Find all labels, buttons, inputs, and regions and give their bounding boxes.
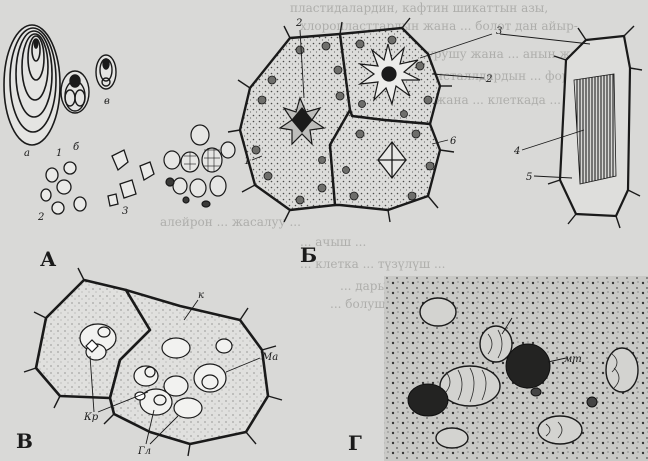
starch-grain-half-compound	[96, 55, 116, 89]
label-b-2-right: 2	[485, 74, 492, 85]
panel-letter-b: Б	[300, 243, 317, 267]
label-b-3: 3	[496, 26, 502, 37]
label-b-4: 4	[513, 146, 520, 157]
background-text-line: ... клетка ... түзүлүш ...	[300, 257, 445, 271]
label-1: 1	[56, 148, 62, 159]
label-a: а	[24, 148, 30, 159]
starch-grain-compound	[61, 71, 89, 113]
label-b: б	[73, 142, 80, 153]
label-v-gl: Гл	[137, 446, 151, 457]
starch-grain-layered	[4, 25, 60, 145]
label-b-6: 6	[450, 136, 457, 147]
panel-g: мт Г	[348, 276, 648, 461]
label-b-2-top: 2	[295, 18, 302, 29]
panel-letter-a: А	[40, 247, 57, 271]
label-b-5: 5	[526, 172, 532, 183]
label-2: 2	[37, 212, 44, 223]
background-text-line: ... жана ... клеткада ...	[420, 93, 561, 107]
label-g-mt: мт	[564, 354, 582, 365]
label-v-kr: Кр	[83, 412, 99, 423]
panel-letter-v: В	[16, 429, 33, 453]
label-3: 3	[122, 206, 128, 217]
label-b-1: 1	[244, 156, 250, 167]
background-text-line: алейрон ... жасалуу ...	[160, 215, 301, 229]
background-text-line: пластидалардин, кафтин шикаттын азы,	[290, 1, 548, 15]
label-v-ma: Ма	[261, 352, 278, 363]
panel-letter-g: Г	[348, 431, 362, 455]
label-v: в	[104, 96, 110, 107]
label-v-k: к	[198, 290, 204, 301]
